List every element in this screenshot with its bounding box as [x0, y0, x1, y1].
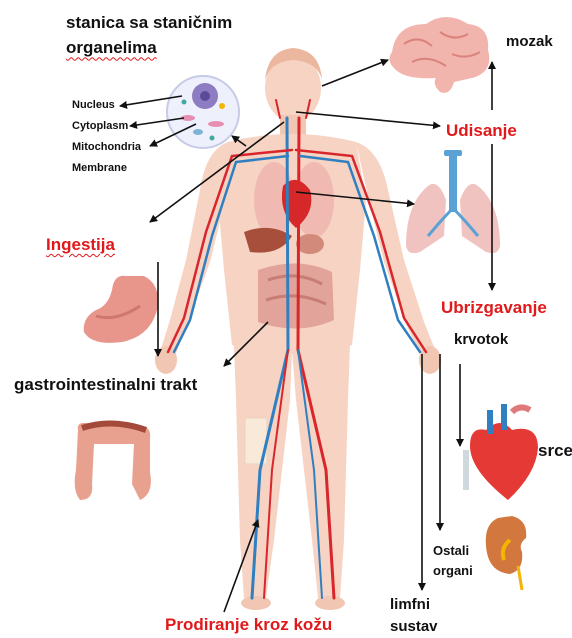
label-krvotok: krvotok: [454, 331, 508, 350]
cell-illustration: [167, 76, 239, 148]
arrow-to-udisanje: [296, 112, 440, 126]
label-ubrizgavanje: Ubrizgavanje: [441, 297, 547, 318]
cell-title: stanica sa staničnim organelima: [66, 12, 232, 59]
label-nucleus: Nucleus: [72, 99, 115, 113]
label-other-organs-line1: Ostali: [433, 541, 473, 561]
label-other-organs-line2: organi: [433, 561, 473, 581]
cell-title-line2: organelima: [66, 37, 157, 58]
label-lymph-line1: limfni: [390, 594, 438, 616]
arrow-body-to-brain: [322, 60, 388, 86]
stomach-illustration: [84, 276, 158, 343]
label-mozak: mozak: [506, 33, 553, 52]
label-mitochondria: Mitochondria: [72, 141, 141, 155]
heart-illustration: [466, 404, 538, 500]
label-cytoplasm: Cytoplasm: [72, 120, 128, 134]
label-prodiranje-kroz-kozu: Prodiranje kroz kožu: [165, 614, 332, 635]
kidney-illustration: [486, 516, 526, 590]
label-ingestija: Ingestija: [46, 234, 115, 255]
cell-title-line1: stanica sa staničnim: [66, 12, 232, 33]
label-other-organs: Ostali organi: [433, 541, 473, 581]
lungs-illustration: [406, 150, 500, 253]
label-lymph-line2: sustav: [390, 616, 438, 638]
label-srce: srce: [538, 440, 572, 461]
label-membrane: Membrane: [72, 162, 127, 176]
brain-illustration: [389, 17, 489, 93]
label-udisanje: Udisanje: [446, 120, 517, 141]
label-lymph: limfni sustav: [390, 594, 438, 638]
label-gastrointestinalni-trakt: gastrointestinalni trakt: [14, 374, 197, 395]
intestine-illustration: [75, 420, 151, 500]
